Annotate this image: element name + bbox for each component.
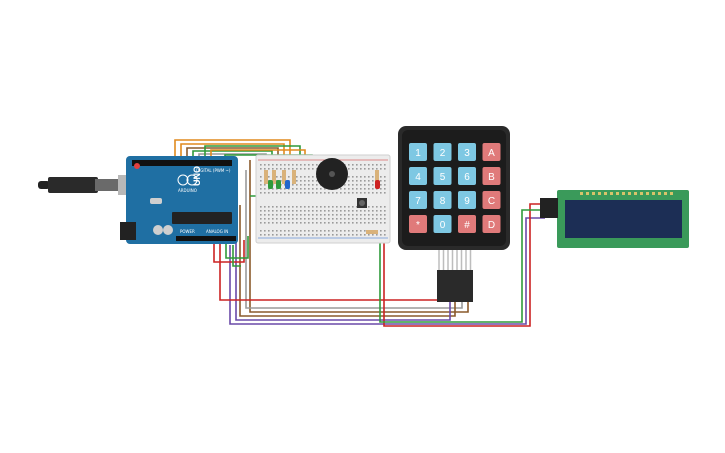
keypad-key-label: 5 bbox=[440, 172, 446, 183]
keypad-key-label: 7 bbox=[415, 196, 421, 207]
digital-pins-label: DIGITAL (PWM ~) bbox=[196, 168, 231, 173]
keypad-key-1[interactable]: 1 bbox=[409, 143, 427, 161]
keypad-key-3[interactable]: 3 bbox=[458, 143, 476, 161]
breadboard[interactable] bbox=[255, 154, 391, 244]
keypad-key-label: C bbox=[488, 196, 495, 207]
power-pins-label: POWER bbox=[180, 229, 195, 234]
keypad-key-label: B bbox=[488, 172, 495, 183]
lcd-pin bbox=[610, 192, 613, 195]
lcd-pin bbox=[592, 192, 595, 195]
analog-pins-label: ANALOG IN bbox=[206, 229, 228, 234]
usb-cable[interactable] bbox=[38, 175, 140, 195]
keypad-key-2[interactable]: 2 bbox=[433, 143, 452, 161]
lcd-pin bbox=[580, 192, 583, 195]
lcd-pin bbox=[586, 192, 589, 195]
keypad-key-label: 1 bbox=[415, 148, 421, 159]
keypad-connector[interactable] bbox=[437, 250, 473, 302]
keypad-key-label: 9 bbox=[464, 196, 470, 207]
blue-led-icon[interactable] bbox=[285, 180, 290, 189]
green-led-icon[interactable] bbox=[268, 180, 273, 189]
keypad-key-label: 4 bbox=[415, 172, 421, 183]
keypad-key-8[interactable]: 8 bbox=[433, 191, 452, 209]
pushbutton[interactable] bbox=[357, 198, 367, 208]
keypad-key-label: 3 bbox=[464, 148, 470, 159]
piezo-buzzer[interactable] bbox=[316, 158, 348, 190]
keypad-key-C[interactable]: C bbox=[482, 191, 501, 209]
red-led-icon[interactable] bbox=[375, 180, 380, 189]
keypad-key-label: 8 bbox=[440, 196, 446, 207]
keypad-key-7[interactable]: 7 bbox=[409, 191, 427, 209]
lcd-pin bbox=[616, 192, 619, 195]
keypad-key-#[interactable]: # bbox=[458, 215, 476, 233]
capacitor-icon bbox=[153, 225, 163, 235]
lcd-screen bbox=[565, 200, 682, 238]
keypad-key-label: 2 bbox=[440, 148, 446, 159]
keypad-key-D[interactable]: D bbox=[482, 215, 501, 233]
lcd-pin bbox=[622, 192, 625, 195]
keypad-key-label: * bbox=[416, 220, 420, 231]
lcd-pin bbox=[604, 192, 607, 195]
lcd-pin bbox=[640, 192, 643, 195]
reset-button-icon[interactable] bbox=[134, 163, 140, 169]
keypad-key-label: 6 bbox=[464, 172, 470, 183]
lcd-pin bbox=[646, 192, 649, 195]
keypad-key-0[interactable]: 0 bbox=[433, 215, 452, 233]
capacitor-icon bbox=[163, 225, 173, 235]
lcd-pin bbox=[658, 192, 661, 195]
keypad-key-label: A bbox=[488, 148, 495, 159]
keypad-key-4[interactable]: 4 bbox=[409, 167, 427, 185]
arduino-uno-board[interactable]: UNO ARDUINO DIGITAL (PWM ~) POWER ANALOG… bbox=[120, 156, 238, 244]
green-led-icon[interactable] bbox=[276, 180, 281, 189]
lcd-pin bbox=[670, 192, 673, 195]
resistors[interactable] bbox=[264, 170, 379, 234]
brand-label: ARDUINO bbox=[178, 188, 197, 193]
keypad-key-6[interactable]: 6 bbox=[458, 167, 476, 185]
keypad-key-label: # bbox=[464, 220, 470, 231]
led-group[interactable] bbox=[268, 180, 380, 189]
keypad-key-B[interactable]: B bbox=[482, 167, 501, 185]
infinity-logo-icon bbox=[186, 174, 198, 186]
keypad-key-9[interactable]: 9 bbox=[458, 191, 476, 209]
keypad-key-label: D bbox=[488, 220, 495, 231]
keypad-key-5[interactable]: 5 bbox=[433, 167, 452, 185]
lcd-pin bbox=[664, 192, 667, 195]
keypad-4x4[interactable]: 1 2 3 A 4 5 6 B 7 8 9 C * 0 # D bbox=[398, 126, 510, 302]
keypad-key-A[interactable]: A bbox=[482, 143, 501, 161]
lcd-pin bbox=[652, 192, 655, 195]
keypad-key-*[interactable]: * bbox=[409, 215, 427, 233]
lcd-pin bbox=[628, 192, 631, 195]
lcd-pin bbox=[598, 192, 601, 195]
infinity-logo-icon bbox=[177, 174, 189, 186]
lcd-i2c-header[interactable] bbox=[540, 198, 558, 218]
lcd-pin bbox=[634, 192, 637, 195]
lcd-16x2[interactable] bbox=[540, 190, 689, 248]
board-model-label: UNO bbox=[192, 166, 202, 186]
keypad-key-label: 0 bbox=[440, 220, 446, 231]
